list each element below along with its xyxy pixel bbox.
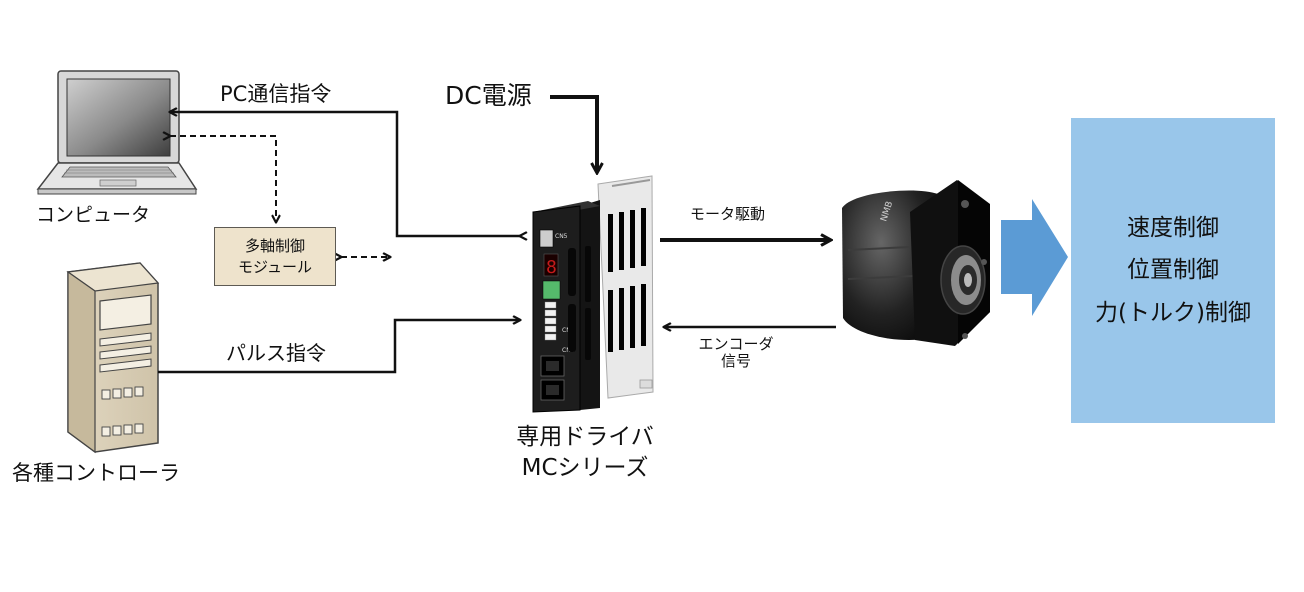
pulse-command-line [158,320,520,374]
multi-axis-module-box: 多軸制御 モジュール [214,227,336,286]
driver-unit-image: CN5 8 CN3 CN4 [532,175,654,413]
pc-command-label: PC通信指令 [220,82,332,106]
encoder-signal-line-1: エンコーダ [698,335,774,353]
svg-text:8: 8 [546,257,557,278]
control-mode-torque: 力(トルク)制御 [1095,299,1251,326]
result-block-arrow [1001,199,1068,316]
tower-controller-icon [66,262,160,454]
module-box-line-2: モジュール [238,257,312,276]
svg-text:CN5: CN5 [555,233,568,240]
dc-power-arrow [550,95,597,172]
pc-command-line [170,112,520,236]
control-mode-speed: 速度制御 [1127,214,1219,241]
driver-label: 専用ドライバ MCシリーズ [480,422,690,484]
encoder-signal-label: エンコーダ 信号 [690,335,782,371]
svg-text:CN4: CN4 [562,347,575,354]
motor-drive-label: モータ駆動 [690,205,766,223]
encoder-signal-line-2: 信号 [720,352,751,371]
computer-label: コンピュータ [36,204,151,226]
controllers-label: 各種コントローラ [12,461,180,485]
driver-label-line-1: 専用ドライバ [516,424,654,450]
laptop-module-dashed-link [170,136,276,222]
driver-label-line-2: MCシリーズ [521,455,649,482]
pulse-command-label: パルス指令 [226,341,326,365]
control-mode-position: 位置制御 [1127,257,1219,284]
laptop-icon [36,70,198,195]
control-modes-box: 速度制御 位置制御 力(トルク)制御 [1071,118,1275,423]
dc-power-label: DC電源 [445,81,532,110]
module-box-line-1: 多軸制御 [244,237,305,256]
motor-image: NMB [842,180,990,346]
